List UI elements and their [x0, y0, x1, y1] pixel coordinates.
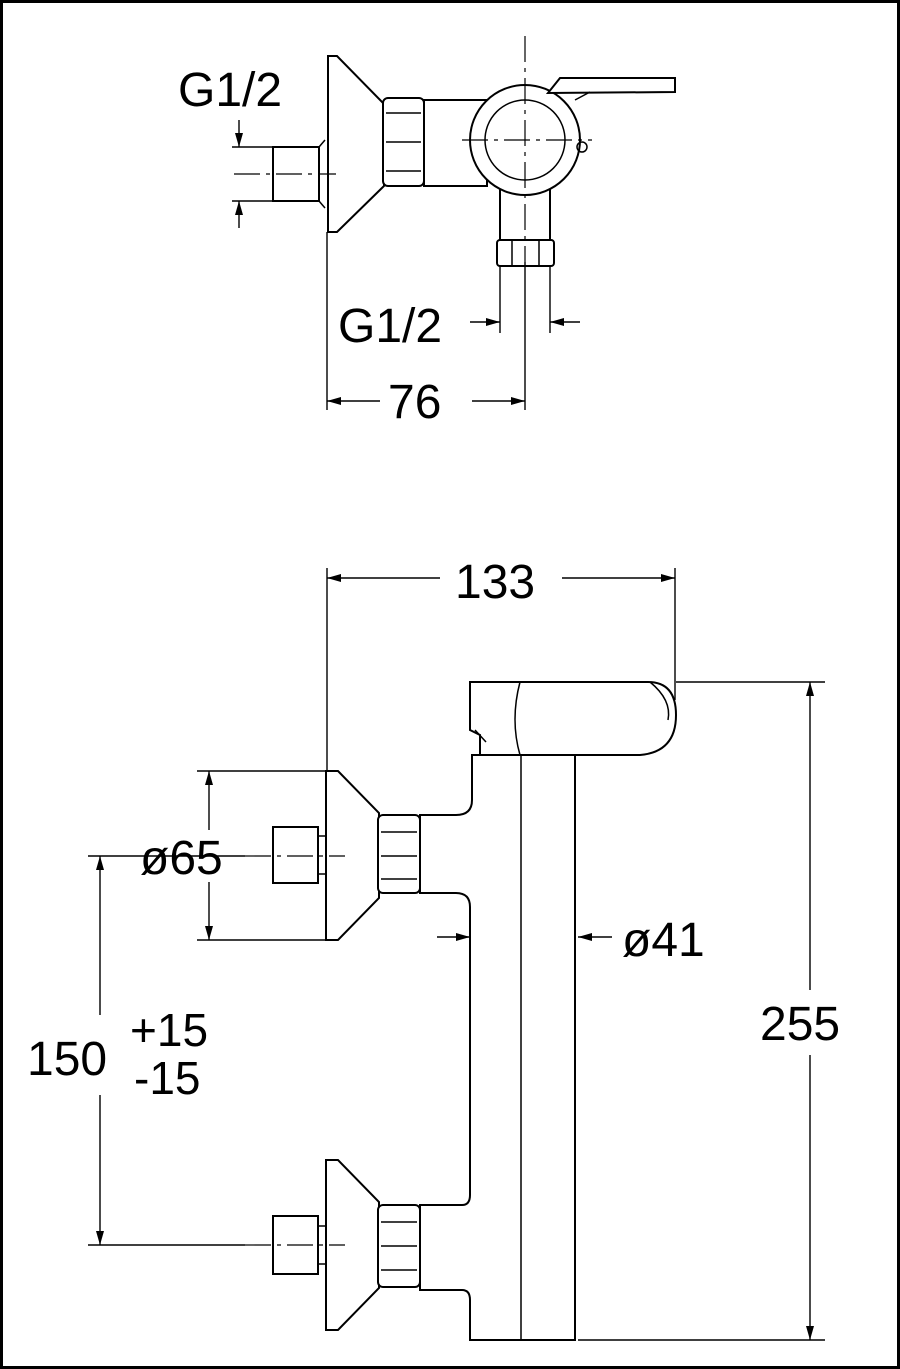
front-view-flange-diameter-label: ø65: [140, 832, 223, 885]
front-view-spacing-label: 150: [27, 1033, 107, 1086]
top-view-body: [423, 99, 488, 187]
top-view-thread-bottom-label: G1/2: [338, 300, 442, 353]
front-view-upper-inlet: [272, 826, 319, 884]
top-view-depth-label: 76: [388, 376, 441, 429]
front-view-tolerance-plus-label: +15: [130, 1004, 208, 1056]
front-view-upper-nut: [377, 814, 421, 894]
front-view-width-label: 133: [455, 556, 535, 609]
front-view-body-diameter-label: ø41: [622, 914, 705, 967]
front-view-tolerance-minus-label: -15: [134, 1052, 200, 1104]
front-view-lower-flange: [325, 1159, 380, 1331]
front-view-body: [419, 754, 576, 1341]
top-view-wall-flange: [327, 55, 385, 233]
front-view: 133 255 ø65 ø41 150 +15 -15: [27, 556, 840, 1341]
front-view-lever: [469, 681, 678, 756]
top-view-thread-left-label: G1/2: [178, 64, 282, 117]
front-view-height-label: 255: [760, 998, 840, 1051]
top-view-lever: [545, 77, 676, 95]
top-view: G1/2 G1/2 76: [178, 36, 676, 429]
